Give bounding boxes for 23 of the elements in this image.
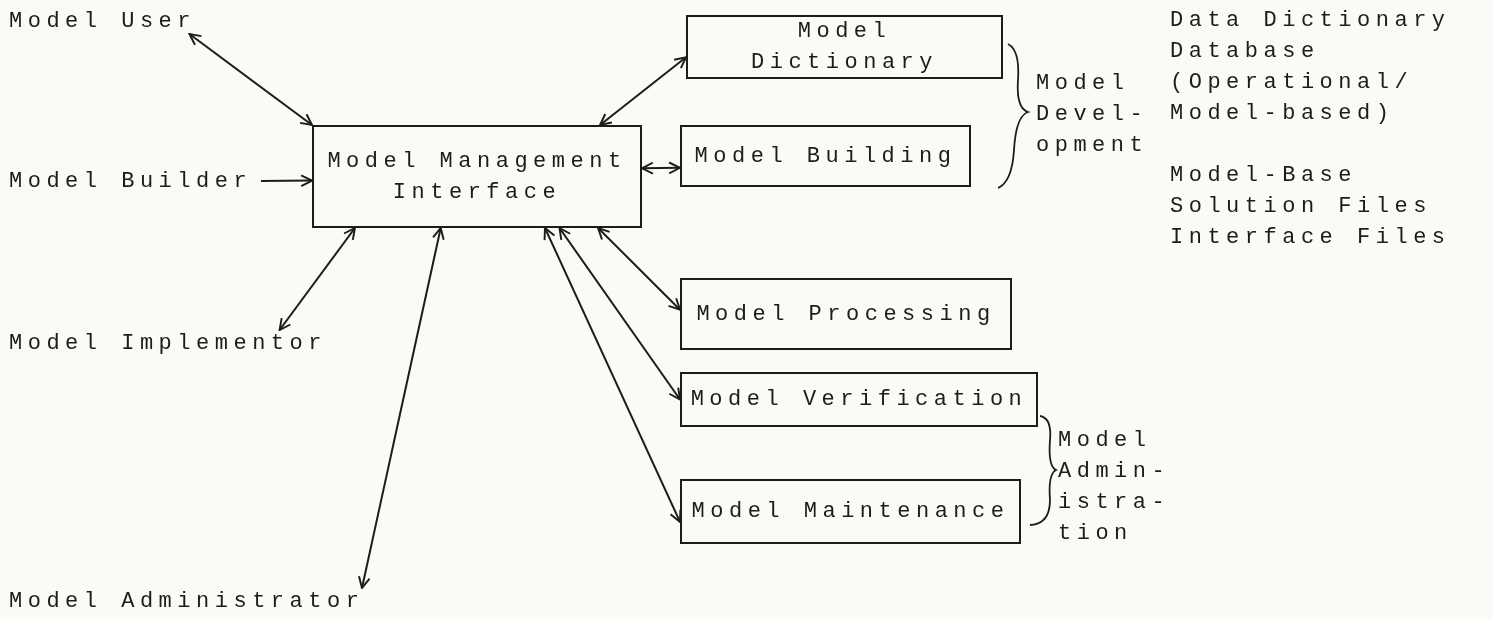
- arrow: [358, 227, 445, 589]
- role-label: Model Administrator: [9, 588, 379, 614]
- process-box: Model Processing: [680, 278, 1012, 350]
- arrow: [260, 174, 313, 188]
- annotation-text: Model Admin- istra- tion: [1058, 427, 1172, 548]
- process-box: Model Dictionary: [686, 15, 1003, 79]
- arrow: [597, 227, 681, 311]
- arrow: [641, 161, 681, 175]
- annotation-text: Model Devel- opment: [1036, 70, 1150, 160]
- arrow: [543, 227, 682, 523]
- annotation-text: Data Dictionary Database (Operational/ Model-based): [1170, 7, 1452, 128]
- role-label: Model Builder: [9, 168, 261, 194]
- process-box: Model Maintenance: [680, 479, 1021, 544]
- role-label: Model Implementor: [9, 330, 339, 356]
- process-box: Model Building: [680, 125, 971, 187]
- process-box: Model Management Interface: [312, 125, 642, 228]
- arrow: [278, 227, 356, 331]
- arrow: [599, 56, 687, 126]
- arrow: [558, 227, 681, 401]
- arrow: [188, 33, 313, 126]
- process-box: Model Verification: [680, 372, 1038, 427]
- role-label: Model User: [9, 8, 201, 34]
- annotation-text: Model-Base Solution Files Interface Files: [1170, 162, 1452, 252]
